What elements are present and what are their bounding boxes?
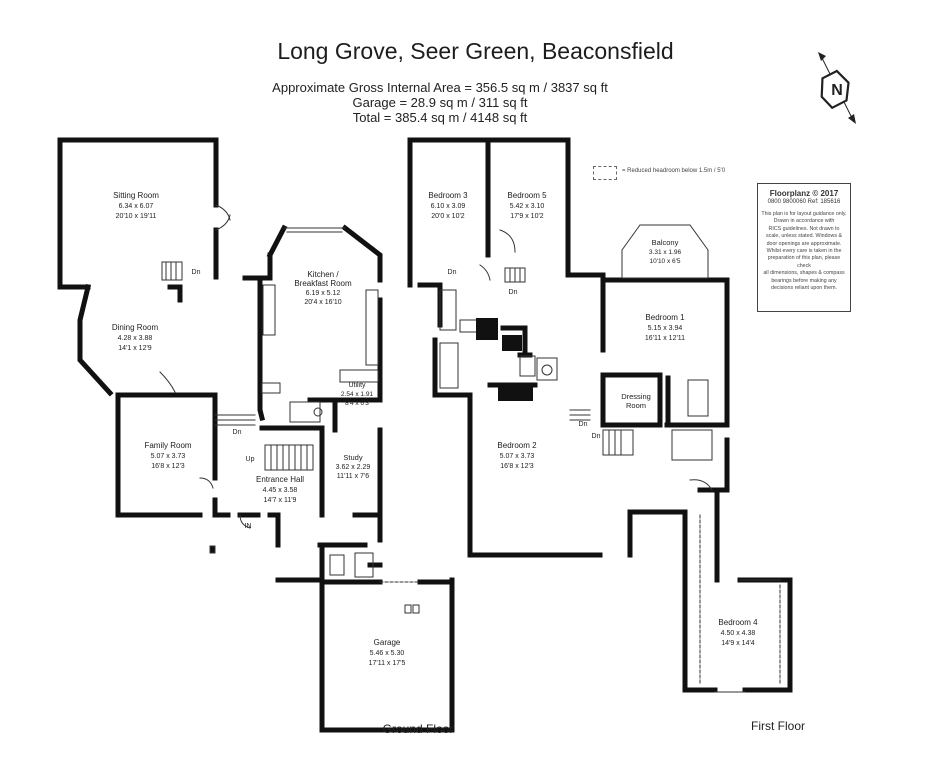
room-study-metric: 3.62 x 2.29 [336,464,371,471]
compass-north-icon: N [818,52,856,124]
room-family-name: Family Room [144,441,191,450]
area-line-total: Total = 385.4 sq m / 4148 sq ft [352,110,528,125]
copyright-note: Floorplanz © 2017 0800 9800060 Ref: 1856… [757,183,851,312]
room-bed2-metric: 5.07 x 3.73 [500,453,535,460]
copyright-line: preparation of this plan, please check [767,255,841,269]
entrance-in-mark: IN [245,523,252,530]
room-kitchen-name-2: Breakfast Room [294,279,352,288]
room-garage-metric: 5.46 x 5.30 [370,650,405,657]
room-hall-imperial: 14'7 x 11'9 [264,497,297,504]
stair-dn-mark: Dn [579,421,588,428]
room-garage-imperial: 17'11 x 17'5 [369,660,406,667]
room-bed4-imperial: 14'9 x 14'4 [721,640,755,647]
room-kitchen-imperial: 20'4 x 16'10 [304,299,341,306]
stair-dn-mark: Dn [448,269,457,276]
room-kitchen-name-1: Kitchen / [307,270,339,279]
copyright-contact: 0800 9800060 Ref: 185616 [767,199,841,205]
room-balcony-name: Balcony [652,238,679,247]
compass-letter: N [831,82,843,99]
room-sitting-imperial: 20'10 x 19'11 [116,213,157,220]
first-floor-label: First Floor [751,719,805,733]
room-bed5-name: Bedroom 5 [507,191,547,200]
room-bed1-metric: 5.15 x 3.94 [648,325,683,332]
room-balcony-imperial: 10'10 x 6'5 [649,258,680,265]
room-bed2-imperial: 16'8 x 12'3 [500,463,534,470]
area-line-garage: Garage = 28.9 sq m / 311 sq ft [352,95,528,110]
room-bed4-metric: 4.50 x 4.38 [721,630,756,637]
room-dining-imperial: 14'1 x 12'9 [118,345,152,352]
plan-title: Long Grove, Seer Green, Beaconsfield [277,38,674,64]
first-floor-details [439,224,781,693]
headroom-legend: = Reduced headroom below 1.5m / 5'0 [593,164,773,182]
copyright-line: decisions reliant upon them. [771,285,837,292]
room-bed1-name: Bedroom 1 [645,313,685,322]
copyright-line: Whilst every care is taken in the [766,248,842,255]
copyright-line: bearings before making any [771,277,837,284]
stair-dn-mark: Dn [509,289,518,296]
room-hall-metric: 4.45 x 3.58 [263,487,298,494]
room-bed1-imperial: 16'11 x 12'11 [645,335,685,342]
room-utility-metric: 2.54 x 1.91 [341,391,374,398]
room-bed4-name: Bedroom 4 [718,618,758,627]
room-balcony-metric: 3.31 x 1.96 [649,249,682,256]
room-utility-imperial: 8'4 x 6'3 [345,400,369,407]
first-floor-solid-blocks [476,318,533,401]
ground-floor-details [159,204,421,614]
room-sitting-metric: 6.34 x 6.07 [119,203,154,210]
room-dining-name: Dining Room [112,323,159,332]
room-bed2-name: Bedroom 2 [497,441,537,450]
room-bed5-imperial: 17'9 x 10'2 [510,213,544,220]
room-dining-metric: 4.28 x 3.88 [118,335,153,342]
room-family-metric: 5.07 x 3.73 [151,453,186,460]
copyright-line: scale, unless stated. Windows & [766,233,842,240]
copyright-line: This plan is for layout guidance only. [761,211,847,217]
room-hall-name: Entrance Hall [256,475,304,484]
stair-dn-mark: Dn [192,269,201,276]
copyright-heading: Floorplanz © 2017 [769,189,839,198]
area-line-gross: Approximate Gross Internal Area = 356.5 … [272,80,608,95]
room-family-imperial: 16'8 x 12'3 [151,463,185,470]
room-bed3-metric: 6.10 x 3.09 [431,203,466,210]
stair-dn-mark: Dn [592,433,601,440]
room-study-name: Study [343,453,362,462]
room-bed5-metric: 5.42 x 3.10 [510,203,545,210]
room-kitchen-metric: 6.19 x 5.12 [306,290,341,297]
copyright-line: door openings are approximate. [766,240,842,247]
reduced-headroom-swatch [593,166,617,180]
room-study-imperial: 11'11 x 7'6 [337,473,369,480]
room-bed3-imperial: 20'0 x 10'2 [431,213,465,220]
room-utility-name: Utility [348,382,366,389]
stair-up-mark: Up [246,456,255,463]
room-bed3-name: Bedroom 3 [428,191,468,200]
ground-floor-label: Ground Floor [383,722,454,736]
copyright-line: all dimensions, shapes & compass [763,270,845,277]
legend-text: = Reduced headroom below 1.5m / 5'0 [622,168,726,174]
room-dressing-name-2: Room [626,401,646,410]
room-dressing-name-1: Dressing [621,392,651,401]
copyright-line: RICS guidelines. Not drawn to [768,225,840,232]
room-sitting-name: Sitting Room [113,191,159,200]
stair-dn-mark: Dn [233,429,242,436]
copyright-line: Drawn in accordance with [773,218,835,225]
ground-floor-walls [57,137,455,733]
first-floor-walls [407,137,793,693]
room-garage-name: Garage [374,638,401,647]
